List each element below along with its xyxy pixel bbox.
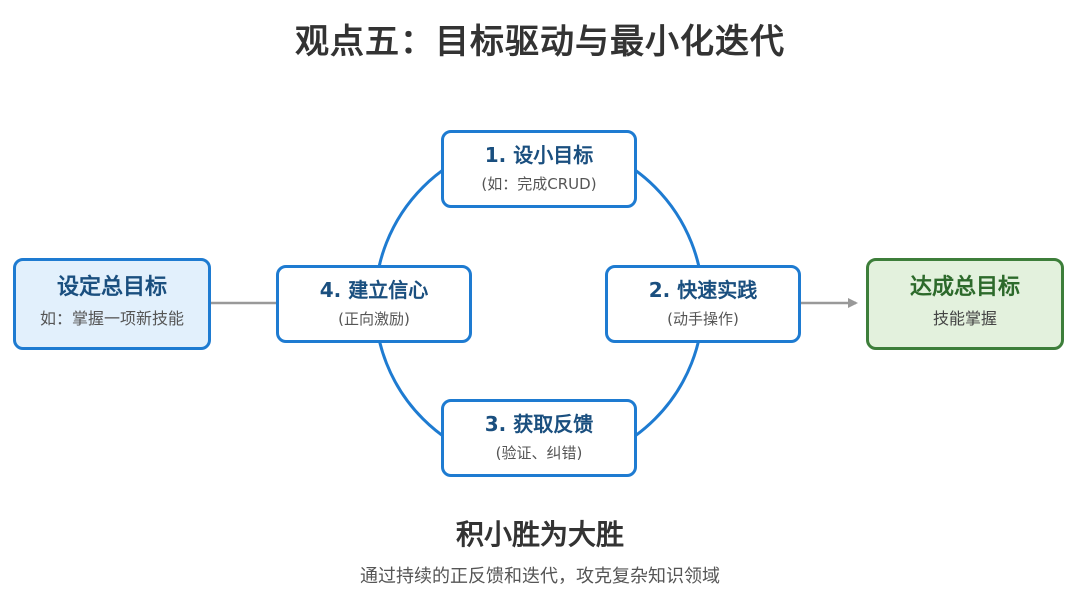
- footer-title: 积小胜为大胜: [455, 518, 624, 551]
- page-title: 观点五：目标驱动与最小化迭代: [295, 22, 785, 62]
- achieve-goal-note: 技能掌握: [932, 309, 997, 328]
- step-quick-practice: 2. 快速实践 (动手操作): [605, 265, 801, 343]
- step-build-confidence: 4. 建立信心 (正向激励): [276, 265, 472, 343]
- start-goal-box: 设定总目标 如：掌握一项新技能: [13, 258, 211, 350]
- step-note: (动手操作): [667, 310, 739, 328]
- step-label: 2. 快速实践: [648, 278, 758, 302]
- step-note: (正向激励): [338, 310, 410, 328]
- step-label: 4. 建立信心: [319, 278, 429, 302]
- achieve-goal-label: 达成总目标: [909, 275, 1020, 300]
- start-goal-example: 如：掌握一项新技能: [39, 309, 184, 328]
- step-note: (验证、纠错): [495, 444, 583, 462]
- step-label: 3. 获取反馈: [484, 412, 594, 436]
- achieve-goal-box: 达成总目标 技能掌握: [866, 258, 1064, 350]
- start-goal-label: 设定总目标: [56, 275, 167, 300]
- step-set-small-goal: 1. 设小目标 (如：完成CRUD): [441, 130, 637, 208]
- step-label: 1. 设小目标: [484, 143, 594, 167]
- step-note: (如：完成CRUD): [481, 175, 597, 193]
- footer-subtitle: 通过持续的正反馈和迭代，攻克复杂知识领域: [360, 566, 720, 587]
- step-get-feedback: 3. 获取反馈 (验证、纠错): [441, 399, 637, 477]
